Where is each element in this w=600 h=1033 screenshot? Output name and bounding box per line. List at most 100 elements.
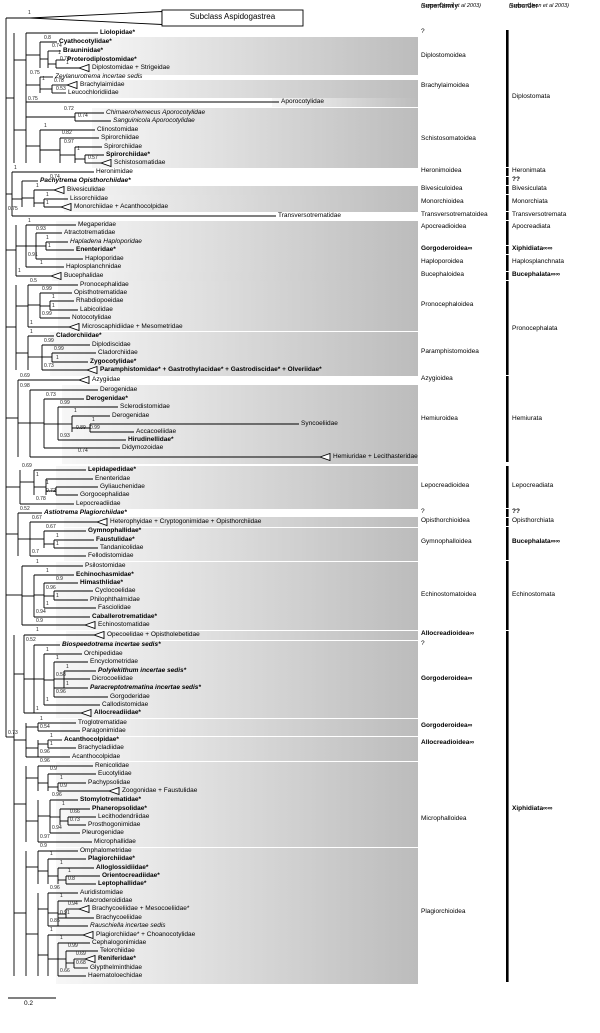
taxon-label: Encyclometridae: [90, 657, 139, 665]
superfamily-label: Microphalloidea: [421, 815, 467, 822]
support-value: 0.93: [36, 226, 46, 232]
support-value: 0.69: [22, 463, 32, 469]
taxon-label: Rauschiella incertae sedis: [90, 921, 166, 929]
clade-box: [56, 255, 418, 272]
support-value: 0.91: [60, 910, 70, 916]
support-value: 0.74: [78, 448, 88, 454]
clade-triangle-icon: [107, 786, 120, 796]
taxon-label: Hirudinellidae*: [128, 435, 174, 443]
support-value: 1: [74, 408, 77, 414]
suborder-header-title: Suborder: [509, 3, 538, 10]
support-value: 1: [77, 146, 80, 152]
support-value: 1: [46, 192, 49, 198]
support-value: 0.74: [50, 174, 60, 180]
clade-triangle-icon: [77, 375, 90, 385]
taxon-label: Philophthalmidae: [90, 595, 140, 603]
taxon-label: Transversotrematidae: [278, 211, 341, 219]
suborder-bar: [506, 466, 509, 508]
clade-triangle-icon: [65, 80, 78, 90]
support-value: 1: [18, 268, 21, 274]
superfamily-label: Transversotrematoidea: [421, 211, 488, 218]
support-value: 0.54: [40, 724, 50, 730]
clade-box: [60, 719, 418, 736]
suborder-bar: [506, 177, 509, 185]
taxon-label: Gorgoderidae: [110, 692, 150, 700]
support-value: 0.82: [62, 130, 72, 136]
taxon-label: Orchipedidae: [84, 649, 123, 657]
taxon-label: Haploporidae: [85, 254, 124, 262]
support-value: 1: [56, 655, 59, 661]
support-value: 1: [42, 76, 45, 82]
superfamily-label: Gymnophalloidea: [421, 538, 472, 545]
superfamily-label: Echinostomatoidea: [421, 591, 477, 598]
suborder-bar: [506, 281, 509, 375]
taxon-label: Echinostomatidae: [98, 620, 150, 628]
support-value: 0.67: [32, 515, 42, 521]
superfamily-label: ?: [421, 640, 425, 647]
suborder-label: Bucephalata∞∞: [512, 538, 560, 545]
superfamily-label: Gorgoderoidea∞: [421, 675, 473, 682]
clade-box: [64, 195, 418, 212]
suborder-bar: [506, 30, 509, 167]
taxon-label: Enenteridae*: [76, 245, 116, 253]
taxon-label: Cladorchiidae*: [56, 331, 102, 339]
support-value: 1: [46, 601, 49, 607]
support-value: 0.67: [46, 524, 56, 530]
suborder-bar: [506, 376, 509, 462]
clade-box: [56, 762, 418, 847]
suborder-bar: [506, 246, 509, 254]
taxon-label: Atractotrematidae: [64, 228, 116, 236]
clade-triangle-icon: [92, 630, 105, 640]
support-value: 0.8: [44, 35, 51, 41]
support-value: 1: [36, 472, 39, 478]
taxon-label: Labicolidae: [80, 305, 113, 313]
taxon-label: Hapladena Haploporidae: [70, 237, 142, 245]
taxon-label: Gorgocephalidae: [80, 490, 130, 498]
taxon-label: Phaneropsolidae*: [92, 804, 147, 812]
support-value: 1: [52, 303, 55, 309]
taxon-label: Polylekithum incertae sedis*: [98, 666, 187, 674]
support-value: 0.69: [76, 951, 86, 957]
support-value: 0.97: [64, 139, 74, 145]
taxon-label: Spirorchiidae: [101, 133, 139, 141]
taxon-label: Pronocephalidae: [80, 280, 129, 288]
clade-box: [58, 281, 418, 331]
taxon-label: Paramphistomidae* + Gastrothylacidae* + …: [100, 365, 322, 373]
suborder-label: Hemiurata: [512, 415, 542, 422]
support-value: 1: [58, 50, 61, 56]
clade-box: [58, 186, 418, 195]
taxon-label: Lissorchiidae: [70, 194, 108, 202]
taxon-label: Monorchiidae + Acanthocolpidae: [74, 202, 169, 210]
clade-box: [56, 466, 418, 509]
support-value: 1: [40, 716, 43, 722]
support-value: 0.72: [46, 488, 56, 494]
superfamily-label: Diplostomoidea: [421, 52, 466, 59]
support-value: 0.66: [70, 809, 80, 815]
support-value: 0.9: [60, 783, 67, 789]
support-value: 1: [28, 218, 31, 224]
superfamily-label: Brachylaimoidea: [421, 82, 470, 89]
support-value: 1: [44, 123, 47, 129]
taxon-label: Brauninidae*: [63, 46, 104, 54]
taxon-label: Lecithodendriidae: [98, 812, 150, 820]
suborder-bar: [506, 527, 509, 560]
support-value: 0.9: [50, 766, 57, 772]
superfamily-label: Gorgoderoidea∞: [421, 722, 473, 729]
taxon-label: Azygiidae: [92, 375, 121, 383]
taxon-label: Bivesiculidae: [67, 185, 105, 193]
taxon-label: Chimaerohemecus Aporocotylidae: [106, 108, 206, 116]
support-value: 0.75: [8, 206, 18, 212]
taxon-label: Haplosplanchnidae: [66, 262, 122, 270]
support-value: 1: [92, 417, 95, 423]
taxon-label: Cyclocoelidae: [95, 586, 136, 594]
taxon-label: Brachycoeliidae + Mesocoeliidae*: [92, 904, 190, 912]
taxon-label: Megaperidae: [78, 220, 116, 228]
taxon-label: Echinochasmidae*: [76, 570, 134, 578]
clade-box: [62, 385, 418, 464]
taxon-label: Paragonimidae: [82, 726, 126, 734]
support-value: 0.73: [44, 363, 54, 369]
suborder-bar: [506, 195, 509, 211]
clade-triangle-icon: [79, 708, 92, 718]
